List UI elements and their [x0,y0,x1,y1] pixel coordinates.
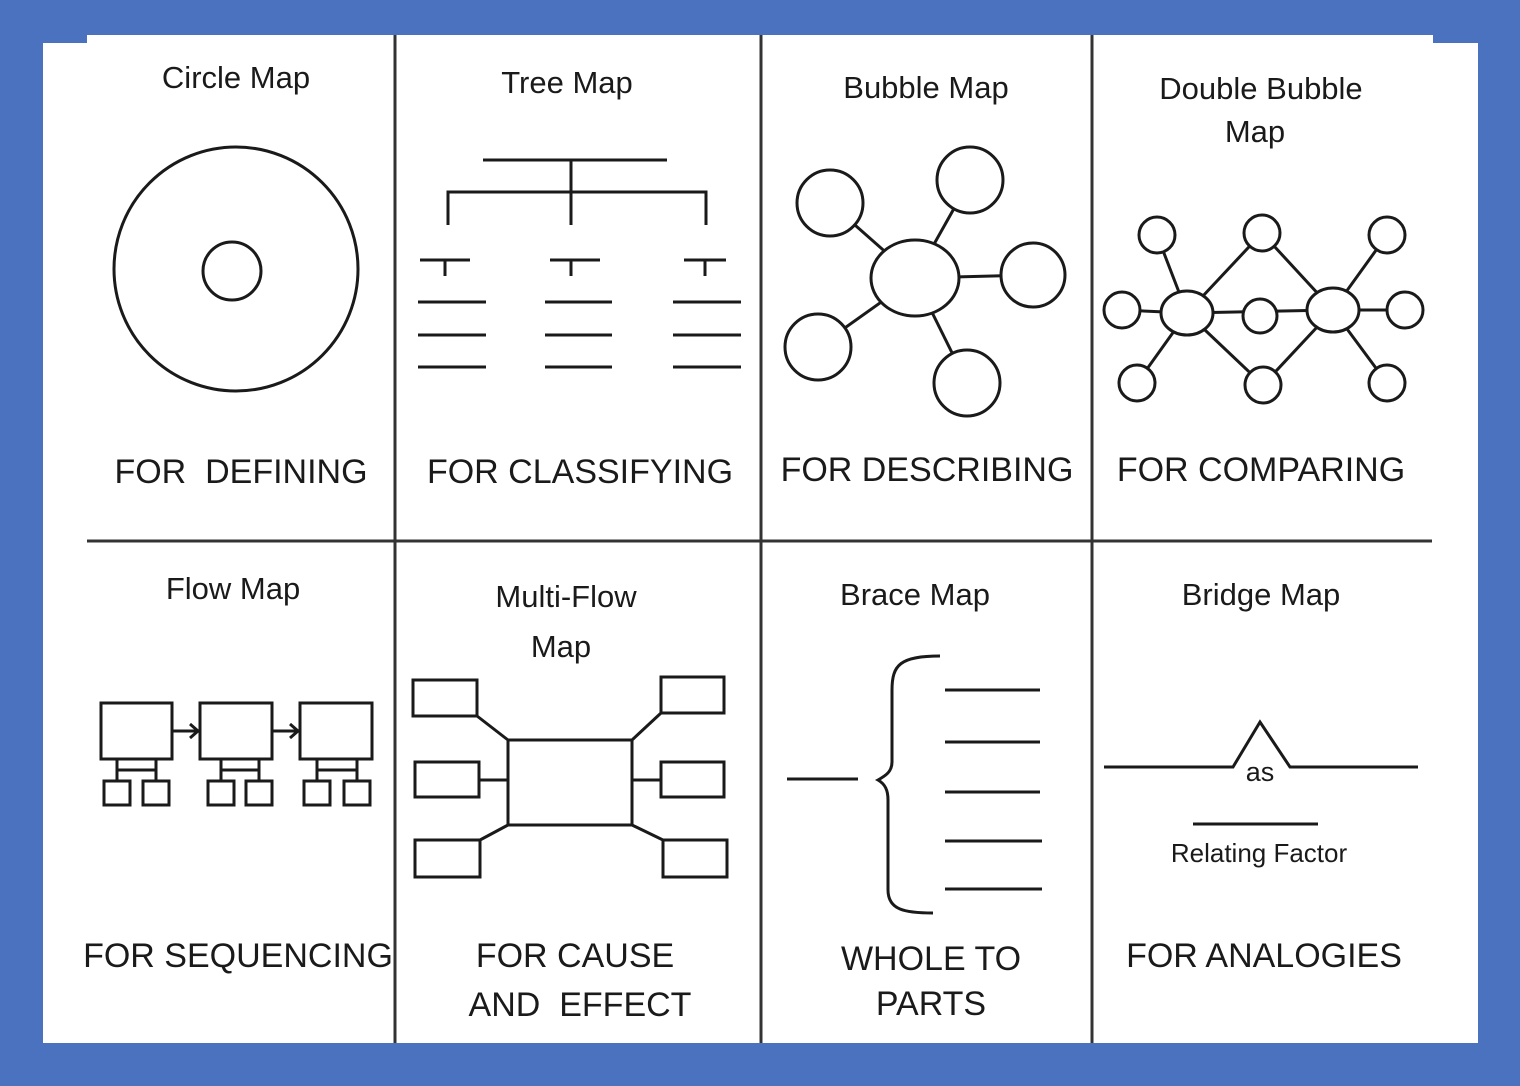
bridge-map-icon [1104,719,1418,826]
circle-map-icon [112,145,360,393]
bridge-connector-text: as [1246,757,1275,787]
tree-map-icon [418,158,741,369]
bubble-map-label: FOR DESCRIBING [781,451,1074,489]
tree-map-title: Tree Map [501,65,633,100]
multi-flow-map-icon [411,675,729,879]
brace-map-title: Brace Map [840,577,990,612]
grid-lines [87,35,1432,1043]
double-bubble-title-1: Double Bubble [1159,71,1362,106]
brace-map-label-1: WHOLE TO [841,940,1021,978]
multi-flow-label-1: FOR CAUSE [476,937,674,975]
multi-flow-title-1: Multi-Flow [495,579,637,614]
circle-map-title: Circle Map [162,60,310,95]
flow-map-icon [99,701,374,807]
double-bubble-map-icon [1102,213,1425,405]
multi-flow-label-2: AND EFFECT [469,986,692,1024]
tree-map-label: FOR CLASSIFYING [427,453,733,491]
flow-map-title: Flow Map [166,571,300,606]
double-bubble-label: FOR COMPARING [1117,451,1405,489]
double-bubble-title-2: Map [1225,114,1285,149]
flow-map-label: FOR SEQUENCING [83,937,393,975]
bridge-map-label: FOR ANALOGIES [1126,937,1402,975]
bubble-map-icon [783,145,1067,418]
bridge-map-title: Bridge Map [1182,577,1341,612]
circle-map-label: FOR DEFINING [114,453,367,491]
multi-flow-title-2: Map [531,629,591,664]
relating-factor-text: Relating Factor [1171,838,1348,868]
brace-map-label-2: PARTS [876,985,986,1023]
bubble-map-title: Bubble Map [843,70,1008,105]
brace-map-icon [787,654,1042,915]
